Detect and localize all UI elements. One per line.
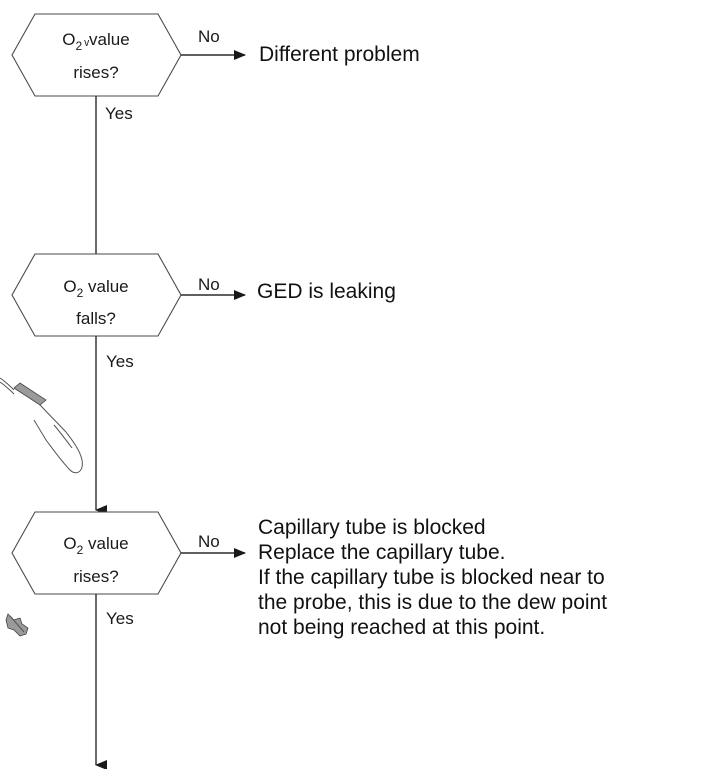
fitting-illustration (5, 613, 29, 637)
outcome-1: Different problem (259, 43, 420, 66)
decision-2: O2 value falls? (11, 253, 182, 337)
no-label-1: No (198, 27, 220, 46)
no-label-3: No (198, 532, 220, 551)
outcome-3: Capillary tube is blocked Replace the ca… (258, 516, 607, 639)
decision-question-line1: O2 value (63, 277, 128, 300)
decision-question-line2: rises? (73, 567, 118, 586)
outcome-3-line: If the capillary tube is blocked near to (258, 566, 605, 589)
decision-question-line2: falls? (76, 309, 116, 328)
decision-hexagon (11, 13, 182, 97)
outcome-2: GED is leaking (257, 280, 396, 303)
yes-label-3: Yes (106, 609, 134, 628)
outcome-3-line: Replace the capillary tube. (258, 541, 505, 564)
decision-question-line2: rises? (73, 63, 118, 82)
decision-question-line1: O2 value (63, 534, 128, 557)
outcome-3-line: Capillary tube is blocked (258, 516, 486, 539)
no-label-2: No (198, 275, 220, 294)
yes-label-1: Yes (105, 104, 133, 123)
yes-label-2: Yes (106, 352, 134, 371)
outcome-3-line: the probe, this is due to the dew point (258, 591, 607, 614)
outcome-3-line: not being reached at this point. (258, 616, 545, 639)
decision-3: O2 value rises? (11, 511, 182, 595)
probe-illustration (0, 377, 83, 474)
